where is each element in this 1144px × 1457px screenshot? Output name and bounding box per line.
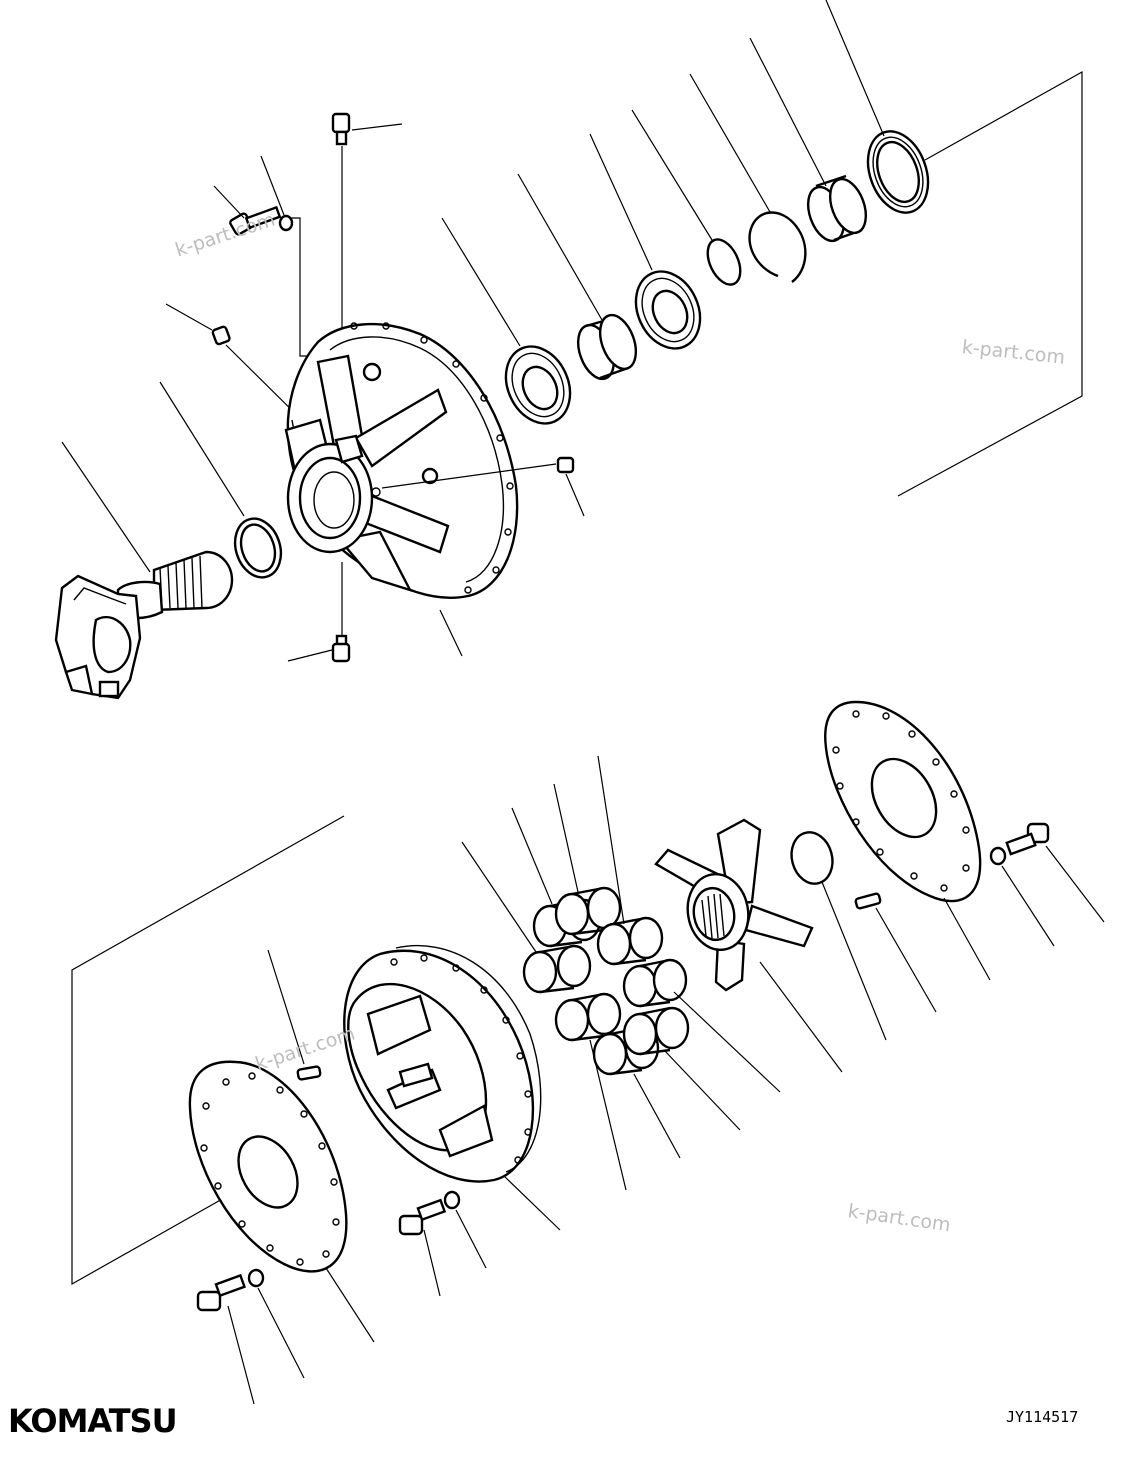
rear-plate [824,700,991,981]
washer-bottom-left [247,1268,305,1379]
dowel-pin-front [267,949,322,1081]
seal-cap [790,831,887,1041]
grease-nipple-top [331,112,403,354]
rubber-block-4 [596,916,664,966]
bolt-bottom-left [196,1273,255,1405]
grease-nipple-bottom [287,562,351,663]
bearing-1 [441,217,572,425]
spacer-sleeve [517,173,638,381]
washer-top-left [260,155,294,232]
spider-hub [654,818,843,1073]
drawing-code: JY114517 [1006,1408,1079,1426]
rubber-block-8 [622,1006,690,1056]
washer-bottom-mid [443,1190,487,1269]
komatsu-logo: KOMATSU [8,1402,178,1440]
snap-ring [689,73,807,283]
nut-right [381,456,585,517]
bearing-2 [589,133,702,350]
rubber-block-6 [622,958,688,1008]
bolt-bottom-mid [398,1198,447,1297]
rubber-block-3 [554,886,622,936]
bolt-top-left [213,185,282,236]
front-plate [188,1060,375,1343]
oil-seal-front [159,381,283,579]
rubber-block-1 [522,944,592,994]
washer-bottom-right [989,846,1055,947]
hub-housing [284,322,519,657]
retaining-ring-small [631,109,742,286]
coupling-housing [343,944,561,1231]
rubber-blocks [461,755,781,1191]
bolt-bottom-right [1005,822,1105,923]
yoke-shaft [54,441,234,700]
oil-seal-rear [825,0,930,214]
rubber-block-5 [554,992,622,1042]
bottom-bracket-lines [71,815,345,1286]
collar [749,37,868,243]
dowel-pin-rear [854,892,937,1013]
